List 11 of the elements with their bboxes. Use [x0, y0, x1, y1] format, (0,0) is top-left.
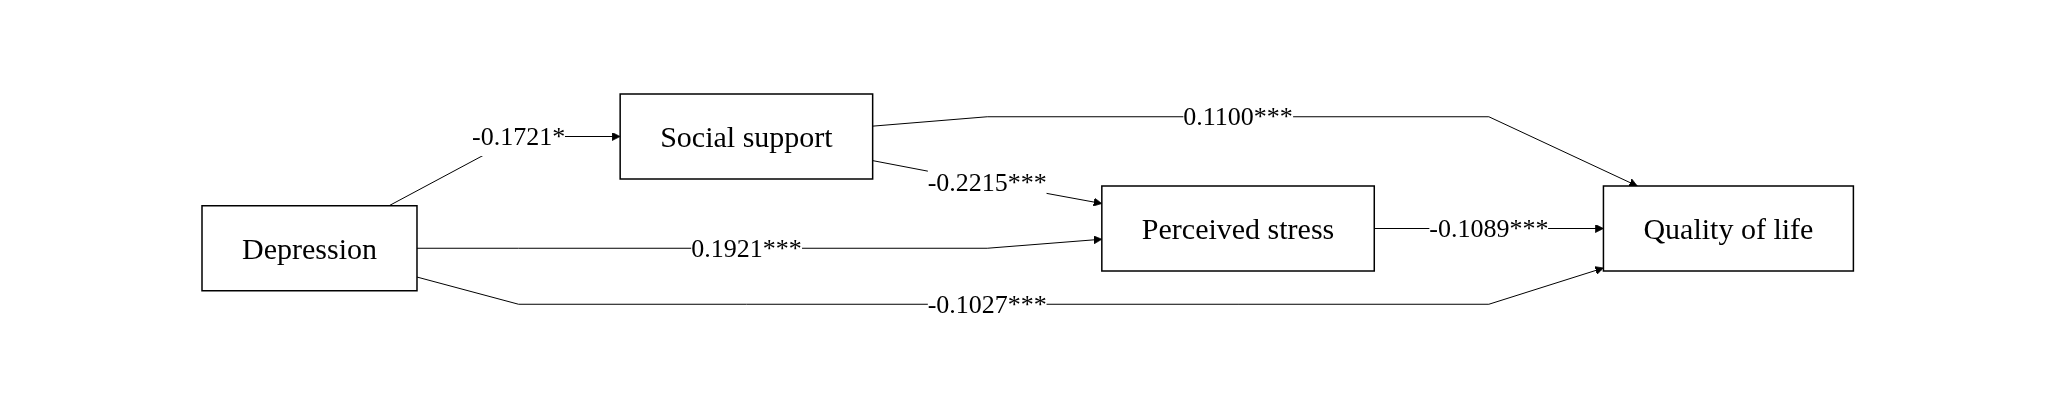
node-box: Social support	[619, 92, 874, 180]
edge-label: -0.1089***	[1429, 213, 1549, 243]
node-box: Quality of life	[1603, 184, 1855, 272]
edge-label: 0.1100***	[1183, 101, 1294, 131]
edge-label: 0.1921***	[691, 233, 802, 263]
node-box: Depression	[201, 204, 419, 292]
arrow	[872, 159, 1103, 207]
edge-label: -0.2215***	[927, 167, 1048, 197]
edge-label: -0.1027***	[927, 289, 1048, 319]
node-box: Perceived stress	[1101, 184, 1376, 272]
edge-label: -0.1721*	[472, 121, 566, 151]
